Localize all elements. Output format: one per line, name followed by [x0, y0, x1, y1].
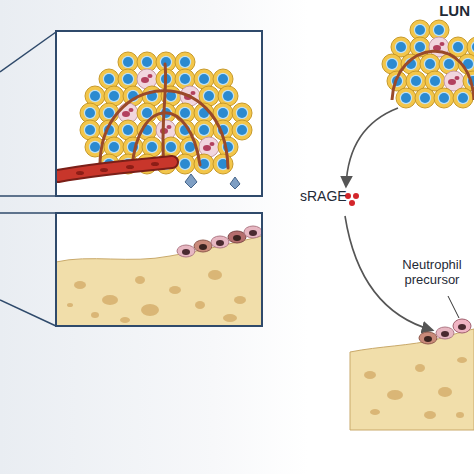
- srage-molecule: [345, 193, 359, 206]
- bracket: [0, 32, 56, 326]
- lung-tumour: [382, 20, 474, 108]
- label: LUN: [439, 2, 470, 19]
- label: sRAGE: [300, 188, 347, 204]
- panel-frame: [56, 31, 262, 196]
- label-text: LUN: [439, 2, 470, 19]
- flow-arrow: [346, 108, 398, 186]
- leader-line: [448, 296, 459, 318]
- panel: [56, 31, 262, 196]
- panel-frame: [56, 213, 262, 326]
- label: Neutrophil precursor: [392, 258, 472, 288]
- bone: [56, 226, 262, 326]
- label-text: sRAGE: [300, 188, 347, 204]
- bone: [350, 319, 474, 430]
- label-text: Neutrophil precursor: [402, 257, 461, 287]
- tumour-cluster: [58, 52, 252, 189]
